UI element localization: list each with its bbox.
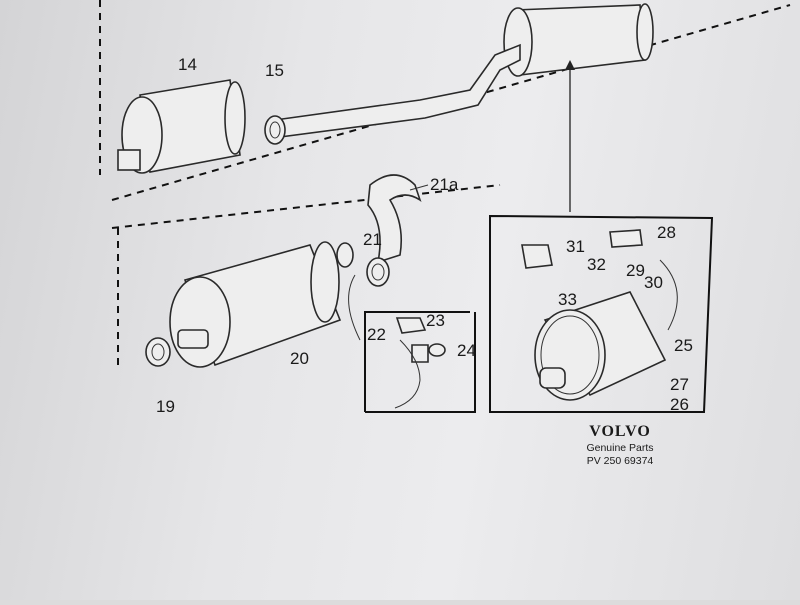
callout-14: 14: [178, 55, 197, 74]
callout-23: 23: [426, 311, 445, 330]
arrow-head-icon: [565, 60, 575, 70]
clamp-21: [366, 257, 390, 287]
clamp-19: [145, 337, 171, 367]
callout-25: 25: [674, 336, 693, 355]
part-code: PV 250 69374: [587, 455, 654, 467]
muffler-20: [169, 241, 354, 368]
callout-20: 20: [290, 349, 309, 368]
dashed-divider-2: [111, 184, 501, 229]
clamp-15: [264, 115, 286, 145]
callout-30: 30: [644, 273, 663, 292]
callout-26: 26: [670, 395, 689, 414]
callout-27: 27: [670, 375, 689, 394]
callout-32: 32: [587, 255, 606, 274]
callout-28: 28: [657, 223, 676, 242]
callout-31: 31: [566, 237, 585, 256]
callout-19: 19: [156, 397, 175, 416]
detail-frame-22-24: [364, 311, 476, 413]
intermediate-pipe: [273, 43, 521, 138]
callout-15: 15: [265, 61, 284, 80]
front-muffler-14: [117, 79, 246, 174]
genuine-parts-text: Genuine Parts: [586, 442, 653, 454]
detail-frame-25-33: [489, 214, 714, 413]
rear-muffler-detail: [521, 229, 678, 401]
callout-29: 29: [626, 261, 645, 280]
hanger-detail: [394, 317, 446, 409]
callout-33: 33: [558, 290, 577, 309]
callout-22: 22: [367, 325, 386, 344]
callout-21: 21: [363, 230, 382, 249]
volvo-logo: VOLVO: [589, 423, 651, 440]
callout-24: 24: [457, 341, 476, 360]
rear-muffler-top: [503, 3, 654, 77]
leader-curve: [348, 274, 361, 341]
pipe-21a: [367, 174, 422, 264]
callout-21a: 21a: [430, 175, 459, 194]
leader-21a: [409, 184, 429, 191]
